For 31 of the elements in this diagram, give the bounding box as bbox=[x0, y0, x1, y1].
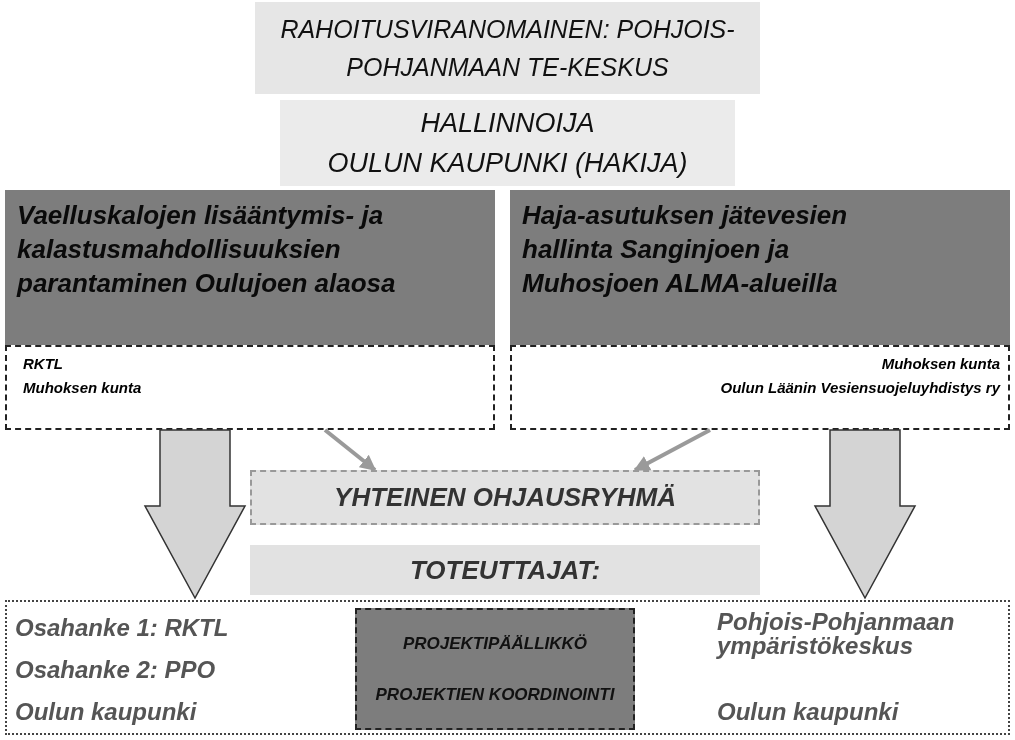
implementers-box bbox=[250, 545, 760, 595]
coordination-box bbox=[355, 608, 635, 730]
node-text: PROJEKTIEN KOORDINOINTI bbox=[375, 683, 615, 706]
node-text: Muhoksen kunta bbox=[881, 354, 1000, 374]
node-text: Oulun kaupunki bbox=[15, 697, 197, 727]
arrow bbox=[323, 428, 377, 472]
node-text: TOTEUTTAJAT: bbox=[409, 553, 601, 587]
implementers-panel bbox=[5, 600, 1010, 735]
node-text: Osahanke 2: PPO bbox=[15, 655, 216, 685]
node-text: YHTEINEN OHJAUSRYHMÄ bbox=[334, 481, 676, 514]
node-text: RKTL bbox=[23, 354, 63, 374]
arrow bbox=[633, 428, 711, 472]
node-text: Osahanke 1: RKTL bbox=[15, 613, 229, 643]
node-text: RAHOITUSVIRANOMAINEN: POHJOIS-POHJANMAAN TE-KESKUS bbox=[279, 14, 736, 83]
project-box bbox=[510, 190, 1010, 345]
node-text: Haja-asutuksen jätevesien hallinta Sanginjoen ja Muhosjoen ALMA-alueilla bbox=[522, 199, 849, 300]
node-text: Vaelluskalojen lisääntymis- ja kalastusmahdollisuuksien parantaminen Oulujoen alaosa bbox=[17, 199, 397, 300]
steering-group-box bbox=[250, 470, 760, 525]
node-text: HALLINNOIJA bbox=[420, 107, 595, 140]
node-text: Muhoksen kunta bbox=[23, 378, 142, 398]
partner-box bbox=[510, 345, 1010, 430]
node-text: PROJEKTIPÄÄLLIKKÖ bbox=[402, 632, 588, 655]
node-text: Oulun Läänin Vesiensuojeluyhdistys ry bbox=[720, 378, 1000, 398]
authority-box bbox=[255, 2, 760, 94]
block-arrow bbox=[813, 429, 917, 600]
project-box bbox=[5, 190, 495, 345]
block-arrow bbox=[143, 429, 247, 600]
node-text: Pohjois-Pohjanmaan ympäristökeskus bbox=[717, 610, 956, 658]
partner-box bbox=[5, 345, 495, 430]
node-text: OULUN KAUPUNKI (HAKIJA) bbox=[327, 147, 688, 180]
node-text: Oulun kaupunki bbox=[717, 697, 899, 727]
